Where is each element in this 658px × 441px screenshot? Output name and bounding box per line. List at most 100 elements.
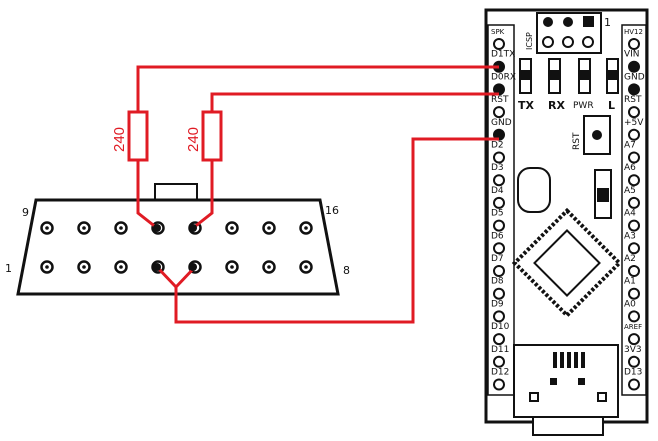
right-header-rail (621, 24, 647, 396)
pin-label-gnd: GND (491, 118, 512, 128)
connector-pin-center (304, 265, 308, 269)
wire-r1-to-pin (136, 160, 158, 230)
pin-label-d5: D5 (491, 209, 504, 219)
connector-pin-center (119, 265, 123, 269)
left-pin-hole (493, 333, 505, 346)
right-pin-hole (628, 38, 640, 50)
connector-body (16, 198, 340, 296)
connector-pin-center (45, 265, 49, 269)
wire-r2-to-pin (192, 160, 214, 230)
pin-label-d2: D2 (491, 141, 504, 151)
right-pin-hole (628, 219, 640, 232)
connector-pin-center (267, 265, 271, 269)
connector-pin-center (267, 226, 271, 230)
obd-connector: 9 16 1 8 (5, 183, 350, 296)
right-pin-hole (628, 310, 640, 323)
left-header-rail (487, 24, 515, 396)
pin-label-5v: +5V (624, 118, 644, 128)
pin-label-gnd-right: GND (624, 72, 645, 82)
pin-label-d3: D3 (491, 163, 504, 173)
connector-pin-center (119, 226, 123, 230)
usb-port-housing (513, 344, 619, 418)
right-pin-hole (628, 333, 640, 346)
pin-label-hv12: HV12 (624, 28, 643, 36)
led-pads (519, 58, 619, 94)
connector-pin-8-label: 8 (343, 264, 350, 277)
wire-endpoints (153, 224, 197, 271)
connector-pin-center (230, 265, 234, 269)
pin-label-a0: A0 (624, 299, 636, 309)
microcontroller-chip (511, 207, 623, 319)
pin-label-3v3: 3V3 (624, 345, 642, 355)
connector-pin-center (82, 226, 86, 230)
pin-label-aref: AREF (624, 323, 642, 331)
right-pin-hole (628, 265, 640, 277)
right-pin-hole (628, 174, 640, 187)
pin-label-d0rx: D0RX (491, 72, 516, 82)
left-pin-hole (493, 242, 505, 255)
left-pin-hole (493, 38, 505, 50)
right-pin-hole (628, 355, 640, 368)
resistor-2: 240 (185, 110, 223, 162)
right-pin-hole (628, 128, 640, 141)
right-pin-hole (628, 378, 640, 391)
pin-label-vin: VIN (624, 50, 640, 60)
pin-label-d11: D11 (491, 345, 509, 355)
pin-label-a3: A3 (624, 231, 636, 241)
led-label-tx: TX (518, 99, 535, 112)
right-pin-hole (628, 106, 640, 119)
left-pin-hole (493, 219, 505, 232)
resistor-1-value: 240 (111, 127, 128, 152)
left-pin-labels: SPK D1TX D0RX RST GND D2 D3 D4 D5 D6 D7 … (491, 28, 516, 378)
right-pin-hole (628, 287, 640, 300)
right-pin-hole (628, 242, 640, 255)
resistor-2-value: 240 (185, 127, 202, 152)
led-label-pwr: PWR (573, 101, 594, 111)
connector-pin-center (45, 226, 49, 230)
left-pin-hole (493, 196, 505, 209)
icsp-pins (542, 16, 594, 48)
pin-label-d8: D8 (491, 277, 504, 287)
pin-label-a1: A1 (624, 277, 636, 287)
reset-button-label: RST (572, 132, 582, 150)
arduino-nano-board: ICSP 1 SPK D1TX D0RX RST GND D2 D3 D4 D5… (484, 8, 649, 436)
wire-d0rx (210, 92, 499, 112)
icsp-label: ICSP (525, 32, 534, 50)
right-pin-hole (628, 83, 640, 96)
wire-d1tx (136, 65, 499, 112)
connector-pin-1-label: 1 (5, 262, 12, 275)
left-pin-hole (493, 265, 505, 277)
left-pin-hole (493, 174, 505, 187)
right-pin-hole (628, 60, 640, 73)
left-pin-holes (493, 38, 505, 391)
led-label-rx: RX (548, 99, 565, 112)
reset-button-cap (592, 130, 602, 140)
pin-label-d6: D6 (491, 231, 504, 241)
connector-pin-center (82, 265, 86, 269)
left-pin-hole (493, 355, 505, 368)
pin-label-d4: D4 (491, 186, 504, 196)
pin-label-d7: D7 (491, 254, 504, 264)
pin-label-a5: A5 (624, 186, 636, 196)
pin-label-d9: D9 (491, 299, 504, 309)
wires (136, 65, 499, 324)
resistor-1: 240 (111, 110, 149, 162)
crystal (517, 167, 551, 213)
usb-connector (532, 416, 604, 436)
right-pin-hole (628, 196, 640, 209)
wire-gnd (174, 137, 499, 324)
connector-pin-9-label: 9 (22, 206, 29, 219)
connector-key (154, 183, 198, 201)
pin-label-d10: D10 (491, 322, 510, 332)
connector-pin-center (304, 226, 308, 230)
pin-label-spk: SPK (491, 28, 505, 36)
left-pin-hole (493, 378, 505, 391)
connector-pin-16-label: 16 (325, 204, 339, 217)
led-label-l: L (608, 99, 615, 112)
right-pin-labels: HV12 VIN GND RST +5V A7 A6 A5 A4 A3 A2 A… (624, 28, 645, 378)
usb-pins (529, 352, 607, 402)
pin-label-rst-right: RST (624, 95, 642, 105)
pin-label-a2: A2 (624, 254, 636, 264)
left-pin-hole (493, 287, 505, 300)
